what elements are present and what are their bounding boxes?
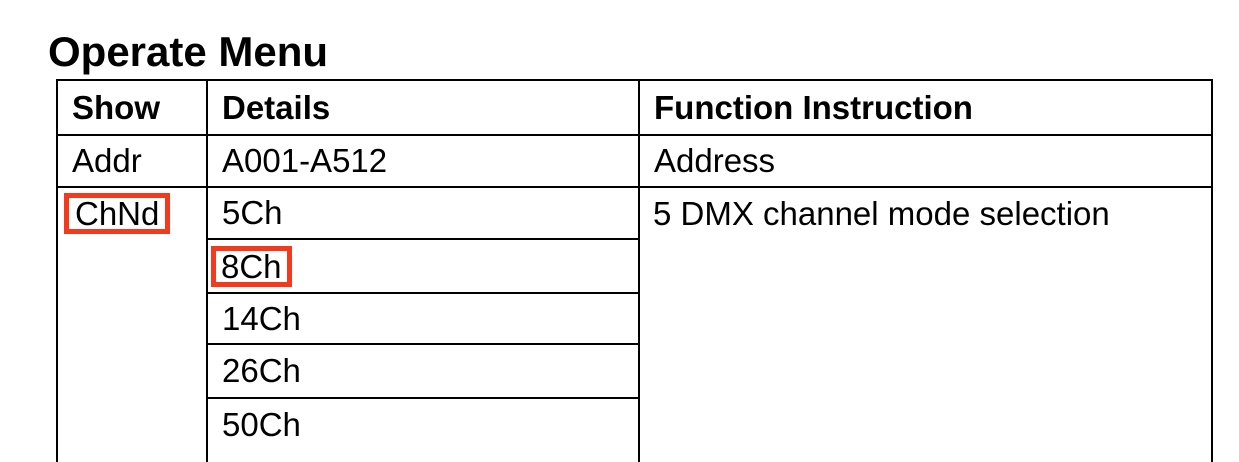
cell-details-26ch: 26Ch xyxy=(206,343,640,399)
cell-details-14ch: 14Ch xyxy=(206,292,640,345)
page-title: Operate Menu xyxy=(48,28,329,75)
cell-chnd-show: ChNd xyxy=(56,186,208,462)
header-show: Show xyxy=(56,79,208,136)
cell-details-50ch: 50Ch xyxy=(206,397,640,462)
chnd-label: ChNd xyxy=(75,195,160,232)
table-row-addr: Addr A001-A512 Address xyxy=(56,134,1213,188)
highlight-box-chnd: ChNd xyxy=(64,193,171,234)
table-row-26ch: 26Ch xyxy=(57,343,1212,399)
details-8ch-label: 8Ch xyxy=(221,248,282,285)
highlight-box-8ch: 8Ch xyxy=(211,246,292,287)
cell-chnd-function: 5 DMX channel mode selection xyxy=(638,186,1213,462)
operate-menu-table-container: Show Details Function Instruction Addr A… xyxy=(56,79,1216,462)
header-function-instruction: Function Instruction xyxy=(638,79,1213,136)
table-row-5ch: ChNd 5Ch 5 DMX channel mode selection xyxy=(56,186,1213,462)
table-row-50ch: 50Ch xyxy=(57,397,1212,462)
table-row-8ch: 8Ch xyxy=(57,238,1212,294)
cell-details-5ch: 5Ch xyxy=(206,186,640,240)
cell-addr-show: Addr xyxy=(56,134,208,188)
cell-addr-function: Address xyxy=(638,134,1213,188)
header-details: Details xyxy=(206,79,640,136)
cell-details-8ch: 8Ch xyxy=(206,238,640,294)
cell-addr-details: A001-A512 xyxy=(206,134,640,188)
table-header-row: Show Details Function Instruction xyxy=(56,79,1213,136)
operate-menu-table: Show Details Function Instruction Addr A… xyxy=(56,79,1213,462)
table-row-14ch: 14Ch xyxy=(57,292,1212,345)
